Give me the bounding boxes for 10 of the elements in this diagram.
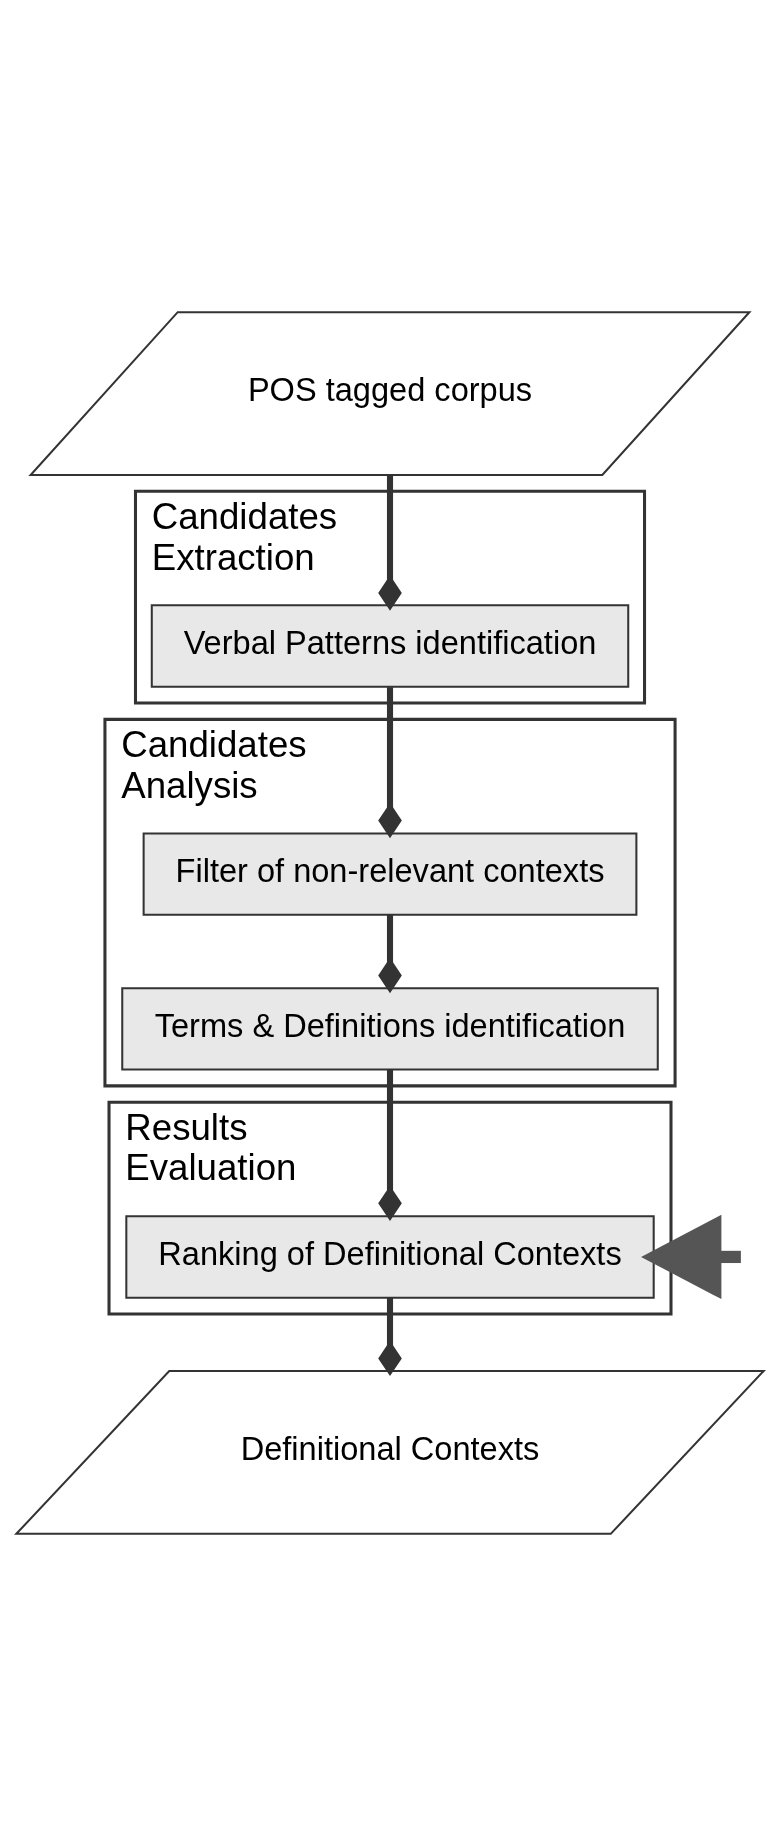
connector [378,1297,402,1377]
node-box: Terms & Definitions identification [121,987,659,1071]
node-box: Filter of non-relevant contexts [142,832,638,916]
connector [378,687,402,839]
node-box: Verbal Patterns identification [150,604,630,688]
node-box: Ranking of Definitional Contexts [125,1215,655,1299]
connector [378,475,402,611]
arrow [641,1214,741,1300]
connector [378,915,402,994]
connector [378,1069,402,1222]
